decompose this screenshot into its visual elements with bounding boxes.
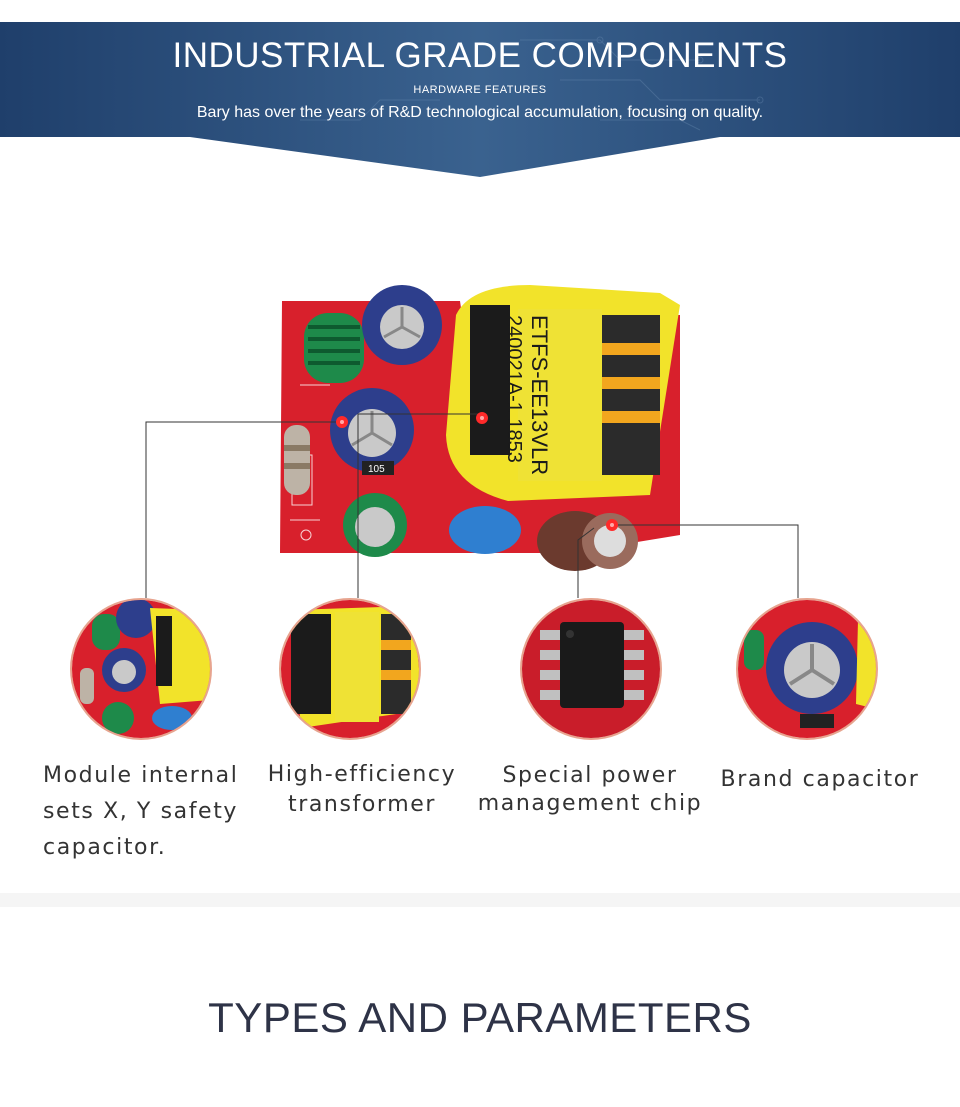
top-capacitor xyxy=(362,285,442,365)
inductor xyxy=(304,313,364,383)
transformer-label-line2: 240021A-1 1853 xyxy=(503,315,525,463)
resistor xyxy=(284,425,310,495)
caption-line: transformer xyxy=(287,792,437,817)
transformer: ETFS-EE13VLR 240021A-1 1853 xyxy=(446,285,680,501)
detail-image-safety-capacitor xyxy=(70,598,212,740)
banner-background xyxy=(0,22,960,177)
feature-caption-chip: Special power management chip xyxy=(470,762,710,818)
chevron-down-icon xyxy=(1,2,45,13)
brown-capacitor xyxy=(537,511,638,571)
caption-line: Brand capacitor xyxy=(720,767,920,792)
section-divider xyxy=(0,893,960,907)
feature-caption-brand-capacitor: Brand capacitor xyxy=(705,762,935,798)
y-safety-capacitor xyxy=(449,506,521,554)
caption-line: sets X, Y safety xyxy=(43,799,239,824)
electrolytic-capacitor xyxy=(330,388,414,472)
caption-line: High-efficiency xyxy=(267,762,457,787)
banner-subtitle: HARDWARE FEATURES xyxy=(413,84,547,96)
caption-line: management chip xyxy=(477,791,703,816)
detail-image-brand-capacitor xyxy=(736,598,878,740)
section-title: TYPES AND PARAMETERS xyxy=(208,994,752,1041)
feature-caption-safety-capacitor: Module internal sets X, Y safety capacit… xyxy=(43,758,263,866)
pcb-board-image: 105 ETFS-EE13VLR 240021A-1 1853 xyxy=(280,285,680,571)
transformer-label-line1: ETFS-EE13VLR xyxy=(527,315,552,475)
caption-line: capacitor. xyxy=(43,835,167,860)
detail-image-transformer xyxy=(279,598,421,740)
banner-title: INDUSTRIAL GRADE COMPONENTS xyxy=(172,36,788,75)
caption-line: Special power xyxy=(502,763,678,788)
caption-line: Module internal xyxy=(43,763,239,788)
header-banner: INDUSTRIAL GRADE COMPONENTS HARDWARE FEA… xyxy=(0,0,960,180)
feature-caption-transformer: High-efficiency transformer xyxy=(262,760,462,820)
detail-image-chip xyxy=(520,598,662,740)
green-capacitor xyxy=(343,493,407,557)
resistor-code: 105 xyxy=(368,464,385,475)
banner-description: Bary has over the years of R&D technolog… xyxy=(196,104,764,121)
